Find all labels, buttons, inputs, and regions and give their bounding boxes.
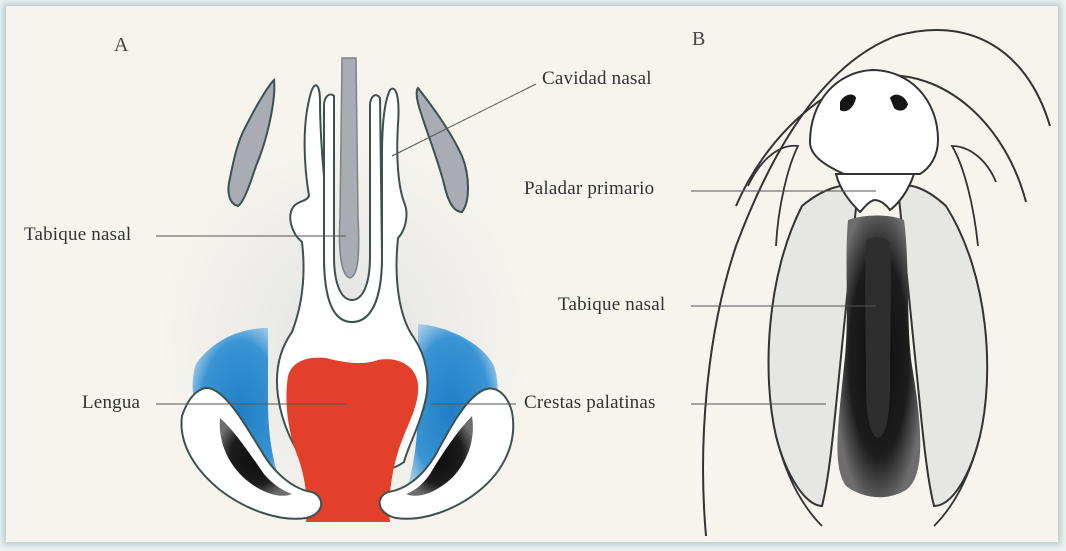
label-cavidad-nasal: Cavidad nasal — [542, 68, 652, 90]
leader-cavidad-nasal — [392, 84, 536, 156]
panel-letter-a: A — [114, 34, 128, 57]
diagram-canvas — [6, 6, 1058, 542]
panel-letter-b: B — [692, 28, 705, 51]
tabique-nasal-b — [865, 237, 891, 438]
nose-region — [810, 70, 938, 174]
nasal-septum-gray — [339, 58, 358, 278]
label-tabique-nasal-a: Tabique nasal — [24, 224, 131, 246]
label-lengua: Lengua — [82, 392, 140, 414]
label-crestas-palatinas: Crestas palatinas — [524, 392, 656, 414]
label-paladar-primario: Paladar primario — [524, 178, 654, 200]
figure-frame: A B Cavidad nasal Tabique nasal Lengua P… — [6, 6, 1058, 542]
label-tabique-nasal-b: Tabique nasal — [558, 294, 665, 316]
